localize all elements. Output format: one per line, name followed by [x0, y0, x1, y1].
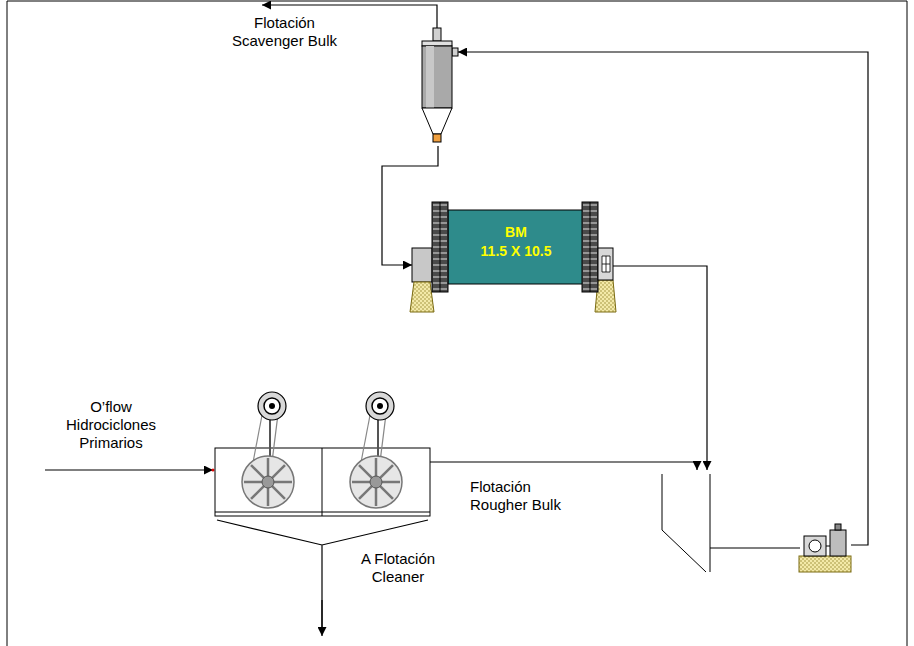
- stream-label: O’flow Hidrociclones Primarios: [55, 398, 167, 452]
- sump-outlet-line: [710, 547, 800, 548]
- discharge-line: [613, 266, 707, 470]
- mill-size: 11.5 X 10.5: [448, 243, 584, 260]
- tails-line: [430, 462, 697, 470]
- sump: [662, 474, 710, 572]
- rougher-cells-drawing: [215, 388, 430, 522]
- flow-connector: [382, 146, 438, 265]
- feed-line: [45, 469, 213, 470]
- mill-name: BM: [448, 224, 584, 241]
- unit-label: Flotación Scavenger Bulk: [222, 14, 347, 50]
- pump-discharge-line: [458, 52, 868, 545]
- ball-mill: BM 11.5 X 10.5: [412, 202, 613, 312]
- stream-label: A Flotación Cleaner: [352, 550, 444, 586]
- frame: [7, 1, 907, 646]
- feed-point: [212, 469, 215, 472]
- scavenger-cell-drawing: [418, 28, 458, 146]
- unit-label: Flotación Rougher Bulk: [470, 478, 580, 514]
- cleaner-feed-arrow: [321, 600, 322, 636]
- scavenger-cell: Flotación Scavenger Bulk: [418, 28, 458, 146]
- rougher-cells: Flotación Rougher Bulk: [215, 388, 430, 522]
- pump-symbol: [799, 524, 851, 572]
